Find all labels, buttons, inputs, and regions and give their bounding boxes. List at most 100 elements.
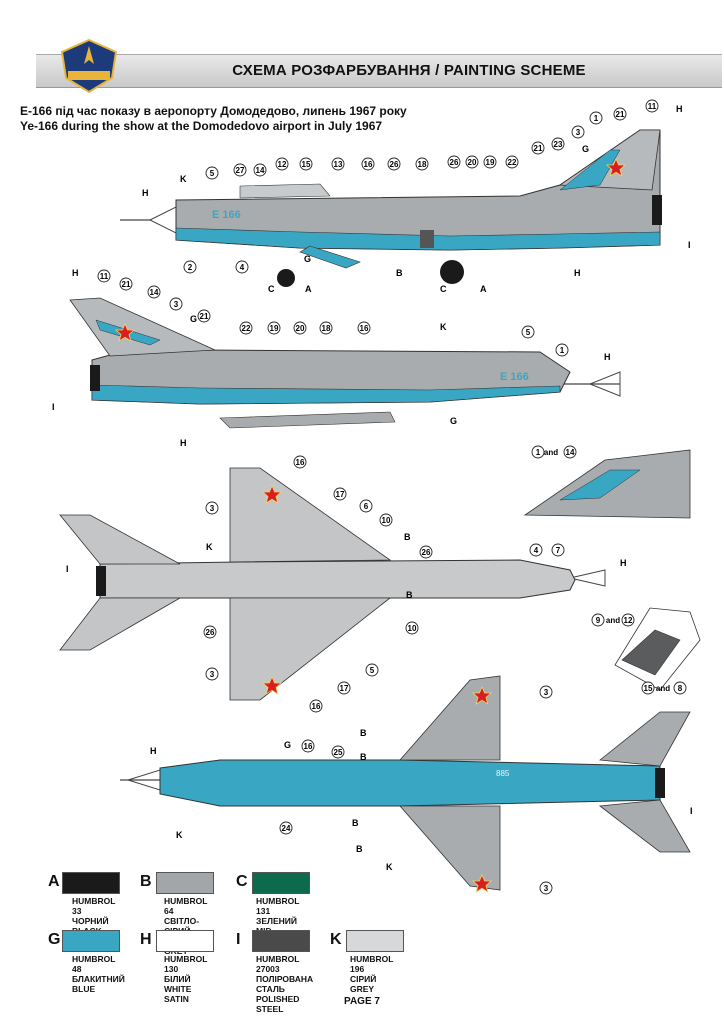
- svg-text:16: 16: [304, 742, 313, 751]
- callout-paint-letters: K H G C A B C A H I H G H G K I H G H K …: [52, 104, 693, 872]
- svg-text:B: B: [406, 590, 413, 600]
- svg-text:3: 3: [210, 504, 215, 513]
- svg-text:1: 1: [560, 346, 565, 355]
- svg-text:and: and: [656, 684, 670, 693]
- plan-view-top: [59, 467, 606, 701]
- svg-text:G: G: [450, 416, 457, 426]
- svg-text:19: 19: [486, 158, 495, 167]
- svg-text:B: B: [356, 844, 363, 854]
- side-code-text: E 166: [212, 209, 241, 221]
- svg-text:25: 25: [334, 748, 343, 757]
- tail-detail-view: [523, 449, 691, 519]
- svg-text:5: 5: [210, 169, 215, 178]
- svg-text:H: H: [150, 746, 157, 756]
- svg-text:6: 6: [364, 502, 369, 511]
- svg-text:H: H: [142, 188, 149, 198]
- svg-text:3: 3: [544, 884, 549, 893]
- svg-text:17: 17: [336, 490, 345, 499]
- page-title: СХЕМА РОЗФАРБУВАННЯ / PAINTING SCHEME: [232, 62, 586, 79]
- svg-text:C: C: [440, 284, 447, 294]
- svg-text:H: H: [604, 352, 611, 362]
- svg-text:10: 10: [408, 624, 417, 633]
- svg-text:24: 24: [282, 824, 291, 833]
- callout-top-side: 5 27 14 12 15 13 16 26 18 26 20 19 22 21…: [205, 99, 659, 180]
- svg-text:and: and: [606, 616, 620, 625]
- svg-text:21: 21: [534, 144, 543, 153]
- svg-text:A: A: [480, 284, 487, 294]
- svg-text:I: I: [688, 240, 691, 250]
- svg-text:B: B: [404, 532, 411, 542]
- svg-text:1: 1: [594, 114, 599, 123]
- svg-text:11: 11: [100, 272, 109, 281]
- caption-english: Ye-166 during the show at the Domodedovo…: [20, 119, 383, 133]
- svg-text:4: 4: [240, 263, 245, 272]
- callout-numbers: 5 27 14 12 15 13 16 26 18 26 20 19 22 21…: [52, 99, 693, 895]
- svg-text:18: 18: [322, 324, 331, 333]
- svg-text:B: B: [360, 752, 367, 762]
- svg-text:12: 12: [624, 616, 633, 625]
- svg-text:16: 16: [312, 702, 321, 711]
- canopy-detail: [614, 607, 701, 691]
- svg-text:14: 14: [256, 166, 265, 175]
- side-view-right-facing: E 166: [69, 297, 621, 429]
- svg-text:21: 21: [122, 280, 131, 289]
- underside-view: 885: [120, 675, 691, 893]
- svg-text:9: 9: [596, 616, 601, 625]
- svg-text:I: I: [52, 402, 55, 412]
- svg-text:10: 10: [382, 516, 391, 525]
- svg-text:H: H: [676, 104, 683, 114]
- svg-text:K: K: [206, 542, 213, 552]
- svg-text:H: H: [180, 438, 187, 448]
- svg-text:K: K: [180, 174, 187, 184]
- svg-text:4: 4: [534, 546, 539, 555]
- callout-details: 1 and 14 9 and 12 15 and 8: [531, 445, 687, 695]
- svg-text:A: A: [305, 284, 312, 294]
- svg-text:3: 3: [210, 670, 215, 679]
- callout-plan: 16 17 6 10 3 26 4 7 26 10 5 3 17 16: [203, 455, 565, 713]
- modelsvit-logo: [60, 38, 118, 94]
- svg-text:20: 20: [468, 158, 477, 167]
- svg-text:13: 13: [334, 160, 343, 169]
- svg-text:I: I: [66, 564, 69, 574]
- svg-text:21: 21: [616, 110, 625, 119]
- svg-text:19: 19: [270, 324, 279, 333]
- svg-text:3: 3: [576, 128, 581, 137]
- svg-text:20: 20: [296, 324, 305, 333]
- svg-text:K: K: [176, 830, 183, 840]
- svg-text:1: 1: [536, 448, 541, 457]
- svg-text:18: 18: [418, 160, 427, 169]
- side-view-left-facing: E 166: [120, 129, 662, 287]
- svg-text:26: 26: [390, 160, 399, 169]
- svg-text:K: K: [386, 862, 393, 872]
- svg-text:K: K: [440, 322, 447, 332]
- svg-text:I: I: [690, 806, 693, 816]
- svg-text:5: 5: [526, 328, 531, 337]
- svg-text:23: 23: [554, 140, 563, 149]
- svg-text:G: G: [304, 254, 311, 264]
- callout-lower-side: 2 4 11 21 14 3 21 22 19 20 18 16 5 1: [97, 260, 569, 357]
- header-bar: СХЕМА РОЗФАРБУВАННЯ / PAINTING SCHEME: [36, 54, 722, 88]
- svg-text:14: 14: [566, 448, 575, 457]
- svg-text:16: 16: [296, 458, 305, 467]
- svg-text:3: 3: [544, 688, 549, 697]
- svg-text:22: 22: [508, 158, 517, 167]
- svg-text:15: 15: [302, 160, 311, 169]
- svg-text:2: 2: [188, 263, 193, 272]
- svg-text:7: 7: [556, 546, 561, 555]
- svg-text:15: 15: [644, 684, 653, 693]
- svg-text:G: G: [284, 740, 291, 750]
- svg-text:12: 12: [278, 160, 287, 169]
- svg-text:14: 14: [150, 288, 159, 297]
- svg-text:C: C: [268, 284, 275, 294]
- svg-text:11: 11: [648, 102, 657, 111]
- painting-scheme-drawings: E 166 E 166: [52, 99, 701, 895]
- svg-text:22: 22: [242, 324, 251, 333]
- svg-text:G: G: [190, 314, 197, 324]
- svg-text:8: 8: [678, 684, 683, 693]
- side-code-text-right: E 166: [500, 371, 529, 383]
- svg-text:B: B: [396, 268, 403, 278]
- svg-text:16: 16: [364, 160, 373, 169]
- svg-text:3: 3: [174, 300, 179, 309]
- svg-text:26: 26: [450, 158, 459, 167]
- svg-text:H: H: [574, 268, 581, 278]
